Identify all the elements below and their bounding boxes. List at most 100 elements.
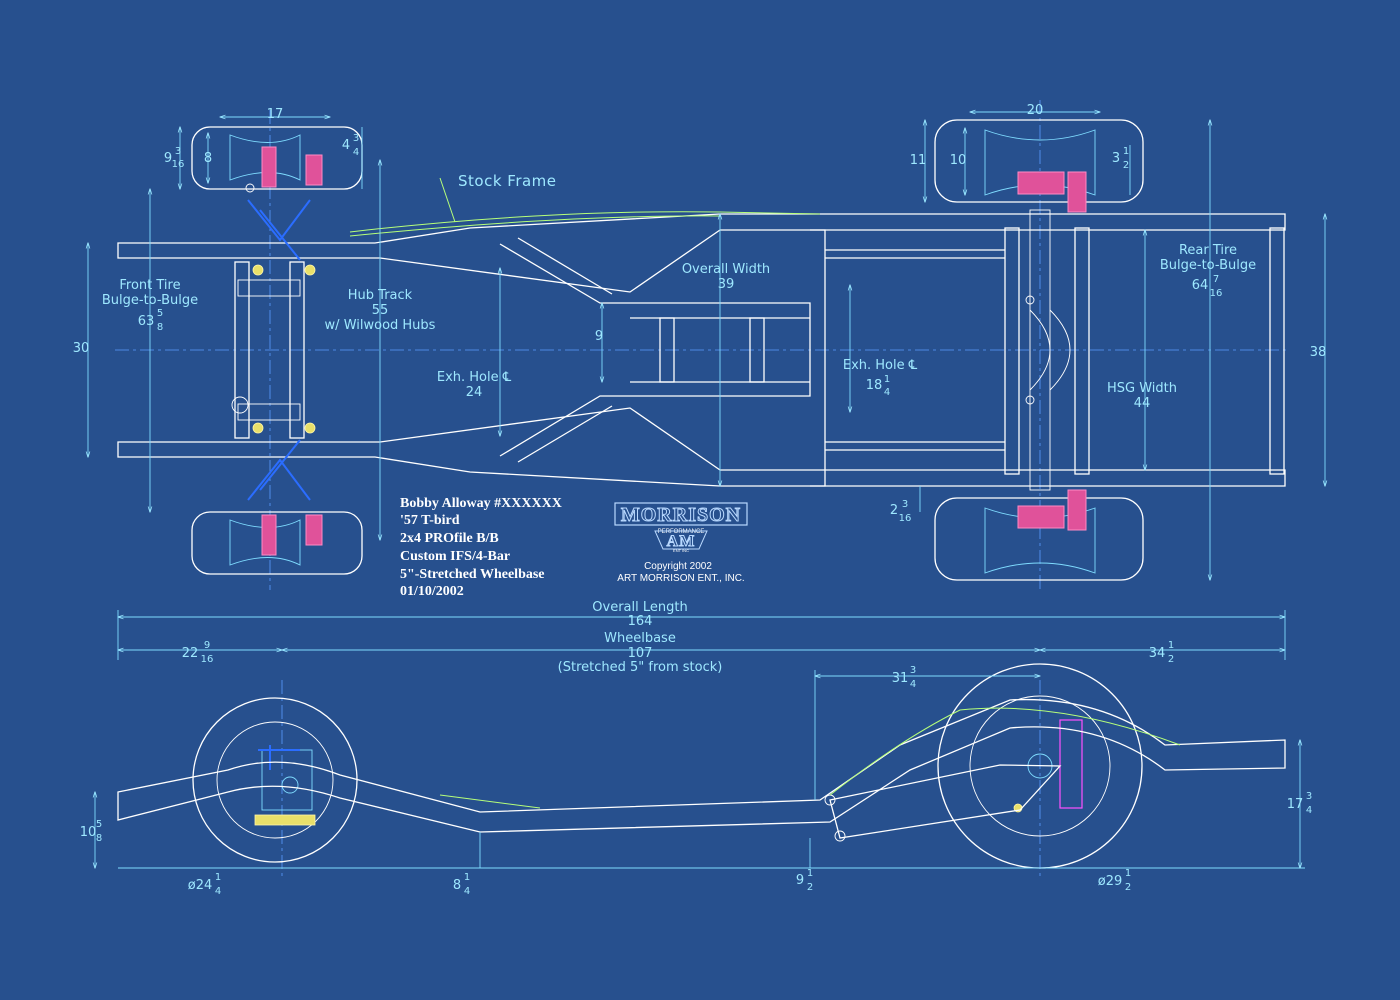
dim-10b-whole: 10 xyxy=(80,825,97,840)
stock-frame-outline xyxy=(349,211,821,237)
dim-22-whole: 22 xyxy=(182,646,199,661)
hub-track-value: 55 xyxy=(372,303,389,318)
rear-tire-frac-num: 7 xyxy=(1213,274,1219,285)
front-tire-top xyxy=(191,126,363,190)
front-tire-label-1: Front Tire xyxy=(119,278,180,293)
dim-8b-num: 1 xyxy=(464,872,470,883)
wheelbase-note: (Stretched 5" from stock) xyxy=(558,660,723,675)
dim-9b: 9 xyxy=(595,329,603,344)
logo-ribbon: ENT INC xyxy=(673,548,689,553)
exh-hole-2-frac-num: 1 xyxy=(884,374,890,385)
rear-tire-frac-den: 16 xyxy=(1210,288,1223,299)
hub-track-label-2: w/ Wilwood Hubs xyxy=(325,318,436,333)
frame-side xyxy=(117,698,1286,842)
hub-track-label-1: Hub Track xyxy=(348,288,413,303)
dimension-lines-side xyxy=(95,610,1305,868)
dimension-lines-top xyxy=(88,112,1325,580)
front-tire-value: 63 xyxy=(138,314,155,329)
dim-9c-whole: 9 xyxy=(796,873,804,888)
morrison-logo: MORRISON PERFORMANCE AM ENT INC Copyrigh… xyxy=(614,502,748,584)
dim-2-whole: 2 xyxy=(890,503,898,518)
dim-31-whole: 31 xyxy=(892,671,909,686)
side-view xyxy=(95,610,1305,880)
exh-hole-2-value: 18 xyxy=(866,378,883,393)
dim-2-den: 16 xyxy=(899,513,912,524)
logo-copyright: Copyright 2002 xyxy=(644,561,712,572)
rear-tire-top xyxy=(934,119,1144,213)
dim-8b-whole: 8 xyxy=(453,878,461,893)
dim-10b-num: 5 xyxy=(96,819,102,830)
dim-34-whole: 34 xyxy=(1149,646,1166,661)
title-line-owner: Bobby Alloway #XXXXXX xyxy=(400,496,562,511)
front-suspension-top xyxy=(231,183,316,501)
dim-24-whole: ø24 xyxy=(188,878,213,893)
dim-3-num: 1 xyxy=(1123,146,1129,157)
stock-frame-label: Stock Frame xyxy=(458,172,557,190)
logo-name: MORRISON xyxy=(621,504,741,526)
dim-9-den: 16 xyxy=(172,159,185,170)
dim-3-whole: 3 xyxy=(1112,151,1120,166)
dim-8: 8 xyxy=(204,151,212,166)
dim-4-den: 4 xyxy=(353,147,359,158)
dim-17b-den: 4 xyxy=(1306,805,1312,816)
wheelbase-label: Wheelbase xyxy=(604,631,676,646)
dim-10b-den: 8 xyxy=(96,833,102,844)
dim-4-whole: 4 xyxy=(342,138,350,153)
rear-tire-label-2: Bulge-to-Bulge xyxy=(1160,258,1256,273)
dim-22-num: 9 xyxy=(204,640,210,651)
logo-company: ART MORRISON ENT., INC. xyxy=(617,573,744,584)
overall-length-value: 164 xyxy=(628,614,653,629)
dim-9c-num: 1 xyxy=(807,868,813,879)
dim-31-den: 4 xyxy=(910,679,916,690)
title-line-frame: 2x4 PROfile B/B xyxy=(400,531,499,546)
dim-17: 17 xyxy=(267,107,284,122)
wheelbase-value: 107 xyxy=(628,646,653,661)
dim-34-num: 1 xyxy=(1168,640,1174,651)
front-tire-label-2: Bulge-to-Bulge xyxy=(102,293,198,308)
logo-tag: PERFORMANCE xyxy=(658,529,705,535)
dim-9c-den: 2 xyxy=(807,882,813,893)
dim-20: 20 xyxy=(1027,103,1044,118)
hsg-width-value: 44 xyxy=(1134,396,1151,411)
exh-hole-1-label: Exh. Hole ℄ xyxy=(437,370,512,385)
exh-hole-2-label: Exh. Hole ℄ xyxy=(843,358,918,373)
callouts: Stock Frame Front Tire Bulge-to-Bulge 63… xyxy=(102,172,1256,675)
dim-29-whole: ø29 xyxy=(1098,874,1123,889)
dim-17b-whole: 17 xyxy=(1287,797,1304,812)
rear-tire-label-1: Rear Tire xyxy=(1179,243,1237,258)
dim-17b-num: 3 xyxy=(1306,791,1312,802)
exh-hole-2-frac-den: 4 xyxy=(884,387,890,398)
overall-length-label: Overall Length xyxy=(592,600,687,615)
dim-10: 10 xyxy=(950,153,967,168)
logo-mark: AM xyxy=(667,533,696,550)
title-line-date: 01/10/2002 xyxy=(400,584,464,599)
stock-frame-side xyxy=(439,707,1181,809)
dim-38: 38 xyxy=(1310,345,1327,360)
dim-9-num: 3 xyxy=(175,146,181,157)
dim-31-num: 3 xyxy=(910,665,916,676)
dim-24-den: 4 xyxy=(215,886,221,897)
dim-29-den: 2 xyxy=(1125,882,1131,893)
dim-34-den: 2 xyxy=(1168,654,1174,665)
dim-22-den: 16 xyxy=(201,654,214,665)
dim-30: 30 xyxy=(73,341,90,356)
front-tire-frac-num: 5 xyxy=(157,308,163,319)
title-line-model: '57 T-bird xyxy=(400,513,460,528)
hsg-width-label: HSG Width xyxy=(1107,381,1177,396)
dim-24-num: 1 xyxy=(215,872,221,883)
dim-9-whole: 9 xyxy=(164,151,172,166)
dimension-values: 17 20 9 3 16 8 4 3 4 11 10 3 1 2 30 38 9… xyxy=(73,103,1327,897)
rear-tire-value: 64 xyxy=(1192,278,1209,293)
title-line-suspension: Custom IFS/4-Bar xyxy=(400,549,510,564)
frame-rails xyxy=(117,209,1286,491)
dim-8b-den: 4 xyxy=(464,886,470,897)
overall-width-label: Overall Width xyxy=(682,262,770,277)
exh-hole-1-value: 24 xyxy=(466,385,483,400)
title-block: Bobby Alloway #XXXXXX '57 T-bird 2x4 PRO… xyxy=(400,496,562,599)
rear-tire-bottom xyxy=(934,489,1144,581)
dim-4-num: 3 xyxy=(353,133,359,144)
front-tire-bottom xyxy=(191,511,363,575)
front-tire-frac-den: 8 xyxy=(157,322,163,333)
